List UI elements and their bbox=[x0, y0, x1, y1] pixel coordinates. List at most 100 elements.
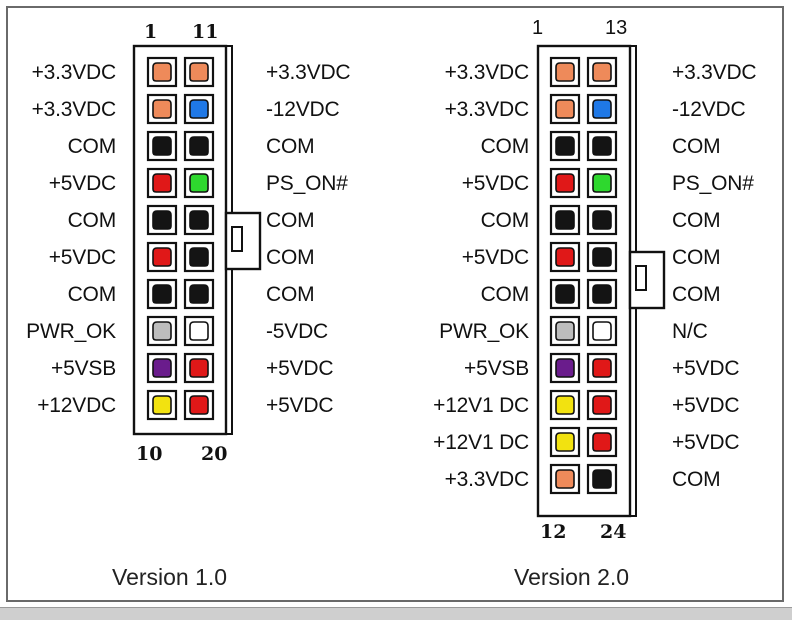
v2-right-label: COM bbox=[672, 283, 721, 306]
v2-left-label: +5VSB bbox=[464, 357, 529, 380]
diagram-frame: 1 11 10 20 +3.3VDC +3.3VDC COM +5VDC COM +5VD… bbox=[6, 6, 784, 602]
v1-caption: Version 1.0 bbox=[112, 564, 228, 590]
v1-left-label: PWR_OK bbox=[26, 320, 116, 343]
v2-pin-right-1 bbox=[586, 56, 618, 88]
v1-pin-left-3-contact bbox=[152, 136, 172, 156]
v1-pin-number-20: 20 bbox=[201, 443, 228, 465]
v1-pin-right-10-contact bbox=[189, 395, 209, 415]
v2-pin-right-5 bbox=[586, 204, 618, 236]
v1-pin-left-1 bbox=[146, 56, 178, 88]
v2-left-label: COM bbox=[480, 135, 530, 158]
v1-pin-number-1: 1 bbox=[144, 21, 158, 43]
v2-pin-left-5-contact bbox=[555, 210, 575, 230]
v1-right-label: COM bbox=[266, 283, 315, 306]
v2-pin-left-4 bbox=[549, 167, 581, 199]
v1-pin-right-4 bbox=[183, 167, 215, 199]
v2-pin-right-2-contact bbox=[592, 99, 612, 119]
v2-pin-right-12 bbox=[586, 463, 618, 495]
v1-left-label: +5VSB bbox=[51, 357, 116, 380]
v2-pin-left-4-contact bbox=[555, 173, 575, 193]
v2-pin-right-10 bbox=[586, 389, 618, 421]
v2-pin-left-1-contact bbox=[555, 62, 575, 82]
v2-pin-left-10-contact bbox=[555, 395, 575, 415]
v1-right-label: +5VDC bbox=[266, 357, 334, 380]
v2-right-label: COM bbox=[672, 468, 721, 491]
v2-pin-left-2 bbox=[549, 93, 581, 125]
v2-pin-right-6 bbox=[586, 241, 618, 273]
v2-pin-right-7-contact bbox=[592, 284, 612, 304]
v1-pin-right-7-contact bbox=[189, 284, 209, 304]
v2-pin-left-11-contact bbox=[555, 432, 575, 452]
v1-pin-left-8-contact bbox=[152, 321, 172, 341]
v2-pin-left-11 bbox=[549, 426, 581, 458]
v2-pin-left-9 bbox=[549, 352, 581, 384]
v2-caption: Version 2.0 bbox=[514, 564, 630, 590]
v1-pin-left-6 bbox=[146, 241, 178, 273]
v1-pin-right-6-contact bbox=[189, 247, 209, 267]
v1-pin-number-11: 11 bbox=[192, 21, 219, 43]
v2-pin-left-3 bbox=[549, 130, 581, 162]
v1-pin-right-6 bbox=[183, 241, 215, 273]
v2-right-label: +5VDC bbox=[672, 394, 740, 417]
v1-pin-left-7-contact bbox=[152, 284, 172, 304]
v2-pin-right-5-contact bbox=[592, 210, 612, 230]
v2-pin-number-12: 12 bbox=[540, 521, 567, 543]
v1-pin-right-10 bbox=[183, 389, 215, 421]
v1-pin-left-2 bbox=[146, 93, 178, 125]
v1-pin-left-1-contact bbox=[152, 62, 172, 82]
bottom-strip bbox=[0, 607, 792, 620]
v2-right-label: PS_ON# bbox=[672, 172, 754, 195]
v2-left-label: +3.3VDC bbox=[444, 61, 530, 84]
v2-pin-left-12 bbox=[549, 463, 581, 495]
v2-pin-right-3 bbox=[586, 130, 618, 162]
v1-right-label: -5VDC bbox=[266, 320, 329, 343]
v2-pin-right-3-contact bbox=[592, 136, 612, 156]
v1-latch-slot bbox=[231, 226, 243, 252]
v2-left-label: +12V1 DC bbox=[433, 431, 529, 454]
v2-left-label: +5VDC bbox=[461, 172, 529, 195]
v1-pin-right-2-contact bbox=[189, 99, 209, 119]
v1-pin-left-5-contact bbox=[152, 210, 172, 230]
v2-pin-right-12-contact bbox=[592, 469, 612, 489]
v2-pin-right-9 bbox=[586, 352, 618, 384]
v2-pin-right-6-contact bbox=[592, 247, 612, 267]
v2-pin-right-8-contact bbox=[592, 321, 612, 341]
v2-latch-slot bbox=[635, 265, 647, 291]
v2-pin-left-12-contact bbox=[555, 469, 575, 489]
v1-right-label: +5VDC bbox=[266, 394, 334, 417]
v1-pin-right-8-contact bbox=[189, 321, 209, 341]
v2-pin-left-10 bbox=[549, 389, 581, 421]
v2-pin-right-8 bbox=[586, 315, 618, 347]
v2-pin-left-7 bbox=[549, 278, 581, 310]
v2-pin-right-2 bbox=[586, 93, 618, 125]
v1-pin-right-7 bbox=[183, 278, 215, 310]
v2-pin-right-7 bbox=[586, 278, 618, 310]
v2-pin-right-11 bbox=[586, 426, 618, 458]
v1-right-label: COM bbox=[266, 246, 315, 269]
v2-pin-left-9-contact bbox=[555, 358, 575, 378]
v1-pin-right-9 bbox=[183, 352, 215, 384]
v2-pin-left-6-contact bbox=[555, 247, 575, 267]
v2-pin-left-1 bbox=[549, 56, 581, 88]
v2-right-label: COM bbox=[672, 135, 721, 158]
v2-right-label: +3.3VDC bbox=[672, 61, 757, 84]
v1-pin-left-6-contact bbox=[152, 247, 172, 267]
v2-pin-left-5 bbox=[549, 204, 581, 236]
v2-pin-right-11-contact bbox=[592, 432, 612, 452]
v1-right-label: +3.3VDC bbox=[266, 61, 351, 84]
v2-pin-right-10-contact bbox=[592, 395, 612, 415]
v1-pin-right-2 bbox=[183, 93, 215, 125]
v1-pin-left-5 bbox=[146, 204, 178, 236]
v2-right-label: COM bbox=[672, 246, 721, 269]
v2-left-label: +3.3VDC bbox=[444, 468, 530, 491]
v1-pin-left-3 bbox=[146, 130, 178, 162]
v1-pin-right-3 bbox=[183, 130, 215, 162]
v1-right-label: PS_ON# bbox=[266, 172, 348, 195]
v1-left-label: +12VDC bbox=[37, 394, 116, 417]
v2-pin-left-6 bbox=[549, 241, 581, 273]
v2-right-label: N/C bbox=[672, 320, 708, 343]
v1-pin-number-10: 10 bbox=[136, 443, 163, 465]
v1-left-label: +5VDC bbox=[48, 172, 116, 195]
v1-pin-left-10-contact bbox=[152, 395, 172, 415]
connector-drawings bbox=[132, 44, 666, 518]
